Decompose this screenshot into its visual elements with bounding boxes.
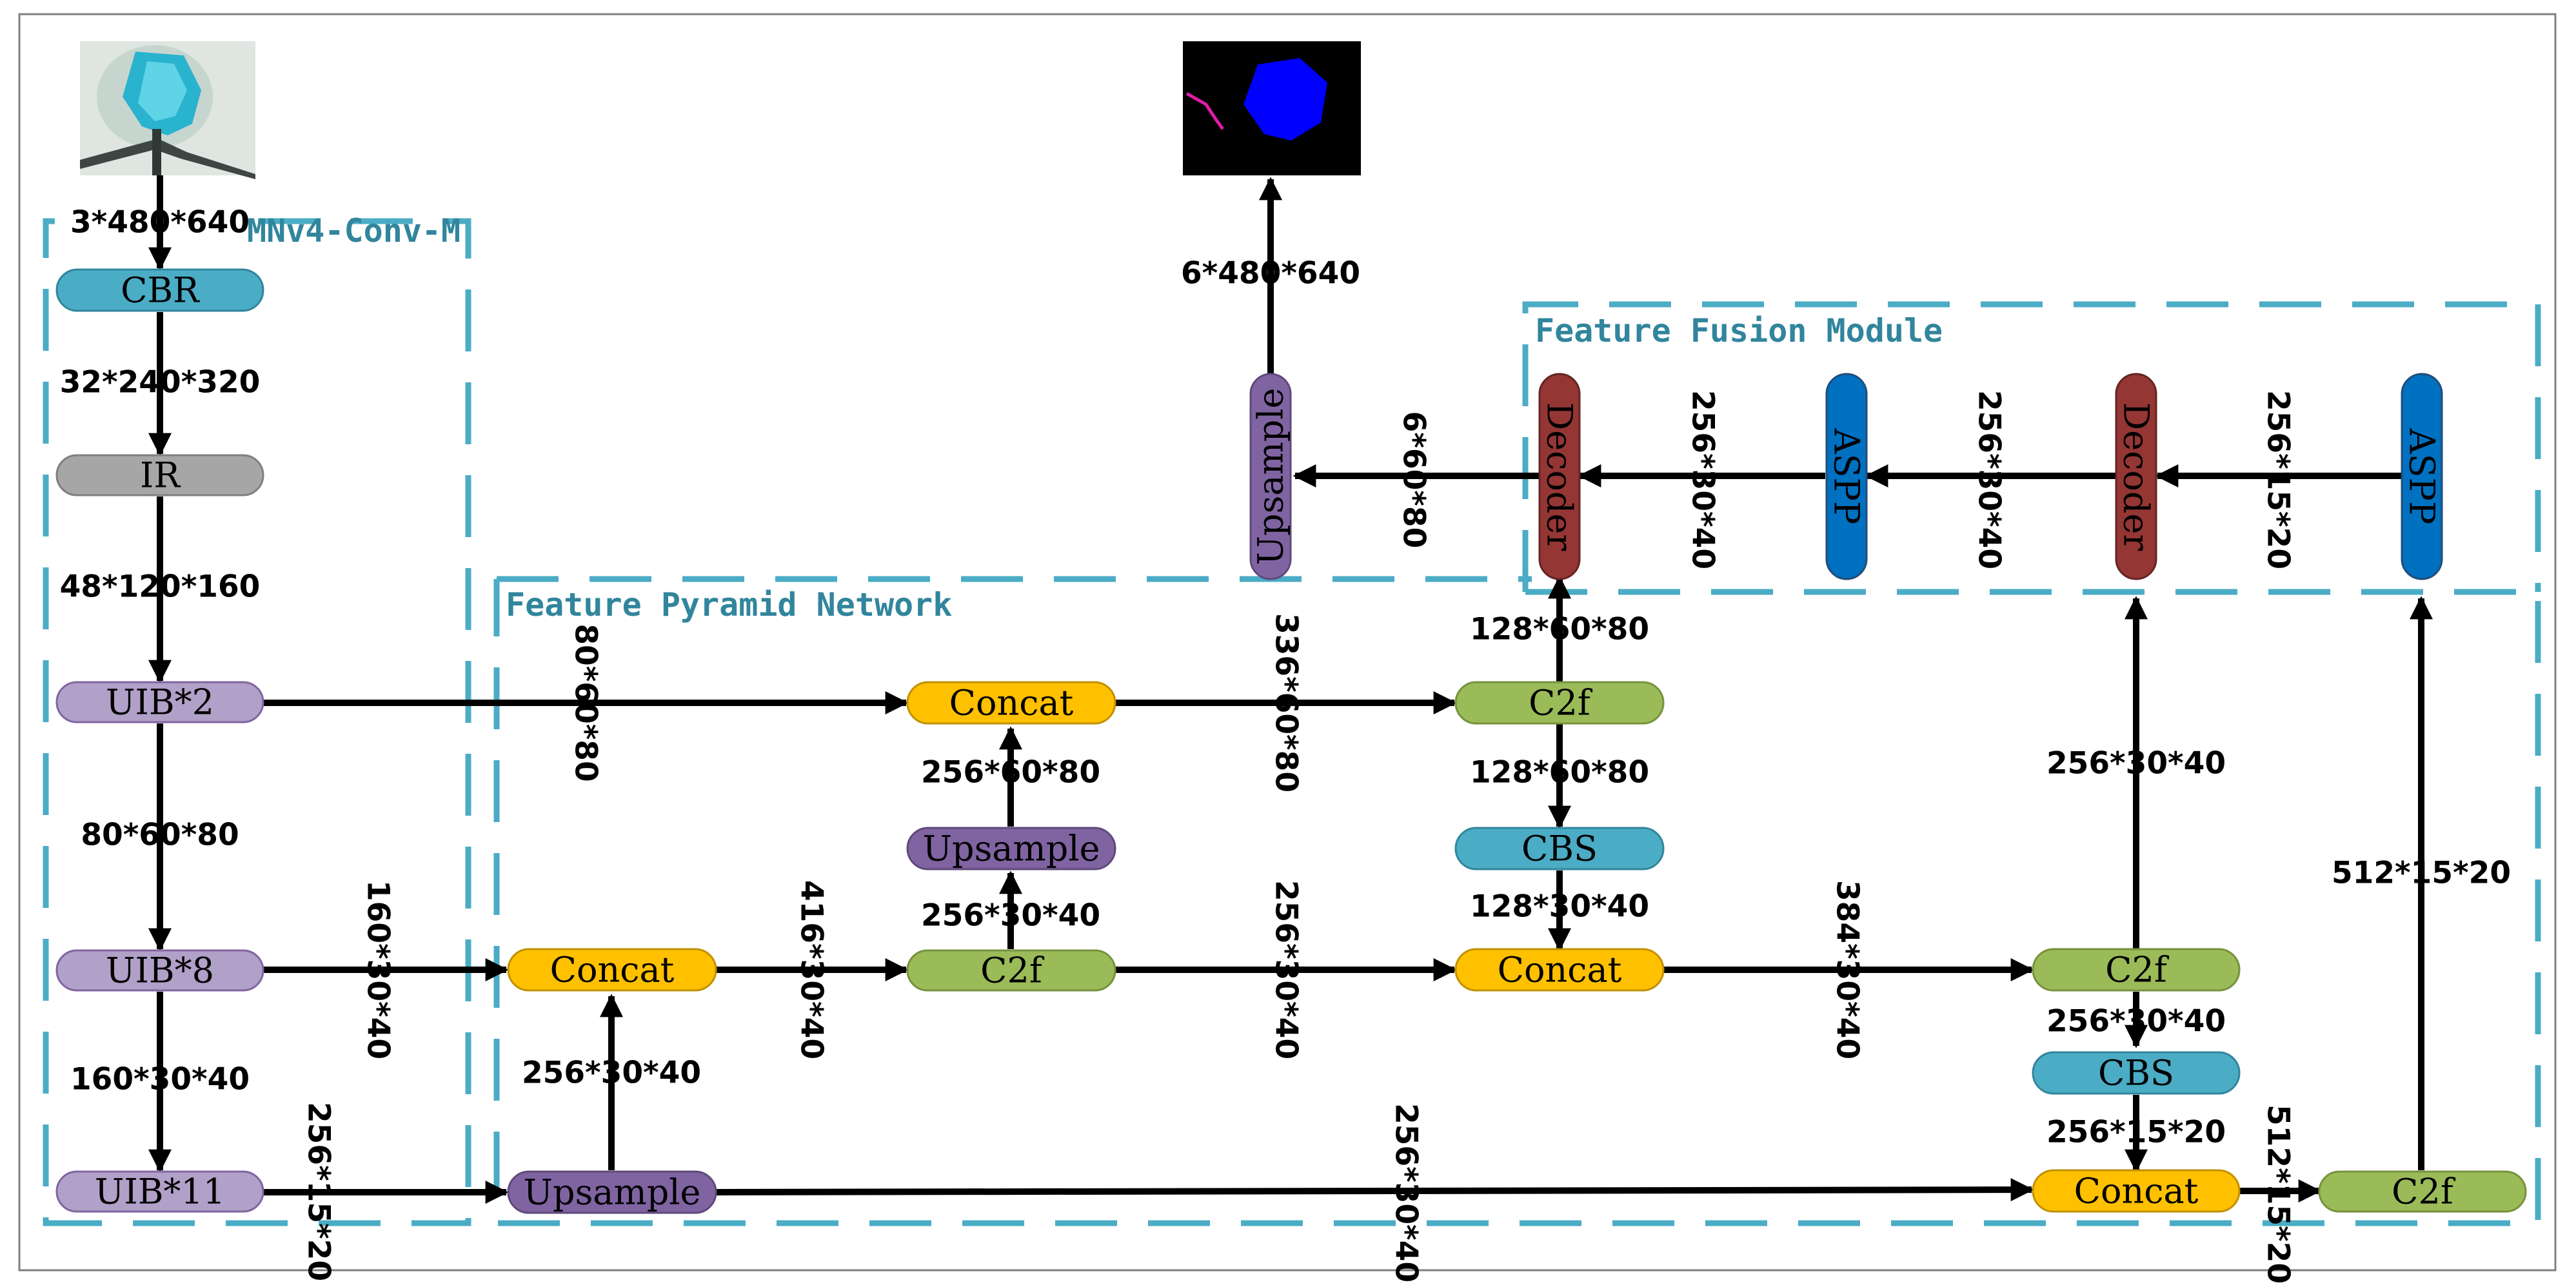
module-fpn-cbs-top: CBS [1454, 827, 1665, 870]
module-uib8-label: UIB*8 [106, 950, 214, 991]
label-upsample-mid-to-concat-top: 256*60*80 [921, 755, 1100, 791]
module-fpn-concat-mid: Concat [507, 948, 717, 992]
label-c2f-mid-to-concat-center: 256*30*40 [1269, 880, 1304, 1059]
module-fpn-cbs-top-label: CBS [1521, 829, 1598, 869]
label-uib2-to-concat-top: 80*60*80 [568, 624, 604, 781]
label-uib8-to-concat-mid: 160*30*40 [361, 880, 396, 1059]
label-uib8-to-uib11: 160*30*40 [70, 1062, 250, 1097]
label-cbr-to-ir: 32*240*320 [60, 365, 261, 400]
label-uib11-to-upsample: 256*15*20 [301, 1102, 337, 1281]
module-fpn-upsample-bottom: Upsample [507, 1170, 717, 1214]
module-decoder-left-label: Decoder [1540, 402, 1580, 551]
region-ffm: Feature Fusion Module [1522, 301, 2541, 592]
module-fpn-concat-top-label: Concat [949, 683, 1074, 723]
label-upsample-to-concat-mid: 256*30*40 [522, 1056, 701, 1091]
module-fpn-cbs-right-label: CBS [2098, 1053, 2174, 1094]
dimension-labels: 3*480*640 32*240*320 48*120*160 80*60*80… [60, 205, 2511, 1284]
module-fpn-c2f-mid-label: C2f [980, 950, 1045, 991]
module-ir: IR [55, 454, 264, 496]
label-c2f-right-to-decoder-right: 256*30*40 [2046, 746, 2226, 781]
module-aspp-left: ASPP [1825, 373, 1868, 580]
label-decoder-right-to-aspp-left: 256*30*40 [1972, 390, 2007, 569]
module-head-upsample: Upsample [1249, 373, 1292, 580]
module-fpn-c2f-mid: C2f [906, 949, 1116, 992]
module-head-upsample-label: Upsample [1251, 388, 1291, 565]
module-cbr-label: CBR [121, 270, 200, 311]
module-fpn-upsample-mid: Upsample [906, 827, 1116, 870]
module-fpn-concat-center-label: Concat [1498, 950, 1622, 990]
module-aspp-right: ASPP [2401, 373, 2443, 580]
label-decoder-left-to-upsample: 6*60*80 [1396, 411, 1432, 549]
label-c2f-top-to-decoder-left: 128*60*80 [1470, 612, 1649, 647]
module-uib11: UIB*11 [55, 1170, 264, 1213]
module-fpn-c2f-right: C2f [2032, 948, 2241, 992]
module-decoder-right-label: Decoder [2116, 402, 2157, 551]
label-c2f-top-to-cbs-top: 128*60*80 [1470, 755, 1649, 791]
module-fpn-c2f-top: C2f [1454, 681, 1665, 725]
label-upsample-to-output: 6*480*640 [1181, 256, 1360, 291]
label-cbs-right-to-concat-bottom: 256*15*20 [2046, 1115, 2226, 1150]
label-concat-center-to-c2f-right: 384*30*40 [1830, 880, 1865, 1059]
module-fpn-concat-bottom-right-label: Concat [2074, 1171, 2199, 1212]
module-fpn-c2f-right-label: C2f [2105, 950, 2170, 990]
input-image [80, 41, 255, 179]
label-concat-top-to-c2f-top: 336*60*80 [1269, 613, 1304, 792]
module-fpn-concat-top: Concat [906, 681, 1116, 725]
label-cbs-top-to-concat-center: 128*30*40 [1470, 889, 1649, 925]
label-aspp-right-to-decoder-right: 256*15*20 [2261, 390, 2296, 569]
label-ir-to-uib2: 48*120*160 [60, 569, 261, 605]
module-fpn-c2f-top-label: C2f [1529, 683, 1593, 723]
module-aspp-left-label: ASPP [1827, 428, 1867, 525]
module-fpn-c2f-far-right: C2f [2318, 1170, 2527, 1213]
module-uib2-label: UIB*2 [106, 682, 214, 723]
module-uib2: UIB*2 [55, 681, 264, 723]
label-c2f-mid-to-upsample-mid: 256*30*40 [921, 898, 1100, 934]
label-uib2-to-uib8: 80*60*80 [81, 818, 239, 853]
label-upsample-to-concat-bottom: 256*30*40 [1389, 1103, 1424, 1282]
module-cbr: CBR [55, 268, 264, 312]
connectors [148, 175, 2433, 1204]
label-concat-mid-to-c2f-mid: 416*30*40 [794, 880, 829, 1059]
region-fpn: Feature Pyramid Network [493, 576, 2541, 1226]
module-fpn-upsample-bottom-label: Upsample [524, 1172, 701, 1213]
module-fpn-concat-center: Concat [1454, 948, 1665, 992]
module-decoder-right: Decoder [2115, 373, 2157, 580]
label-concat-bottom-to-c2f-far-right: 512*15*20 [2261, 1105, 2296, 1284]
region-title-mnv4: MNv4-Conv-M [247, 212, 461, 250]
module-uib8: UIB*8 [55, 949, 264, 992]
region-mnv4: MNv4-Conv-M [43, 212, 471, 1226]
module-aspp-right-label: ASPP [2402, 428, 2442, 525]
module-fpn-concat-mid-label: Concat [550, 950, 675, 990]
label-aspp-left-to-decoder-left: 256*30*40 [1685, 390, 1721, 569]
module-ir-label: IR [140, 455, 181, 496]
module-uib11-label: UIB*11 [95, 1172, 225, 1212]
module-fpn-upsample-mid-label: Upsample [923, 829, 1100, 869]
output-image [1183, 41, 1361, 175]
region-title-fpn: Feature Pyramid Network [506, 586, 952, 624]
label-c2f-far-right-to-aspp: 512*15*20 [2332, 856, 2511, 891]
module-fpn-c2f-far-right-label: C2f [2392, 1172, 2456, 1212]
region-title-ffm: Feature Fusion Module [1535, 312, 1943, 349]
label-input-dim: 3*480*640 [70, 205, 250, 241]
module-decoder-left: Decoder [1538, 373, 1581, 580]
label-c2f-right-to-cbs-right: 256*30*40 [2046, 1004, 2226, 1039]
module-fpn-cbs-right: CBS [2032, 1051, 2241, 1095]
module-fpn-concat-bottom-right: Concat [2032, 1169, 2241, 1213]
